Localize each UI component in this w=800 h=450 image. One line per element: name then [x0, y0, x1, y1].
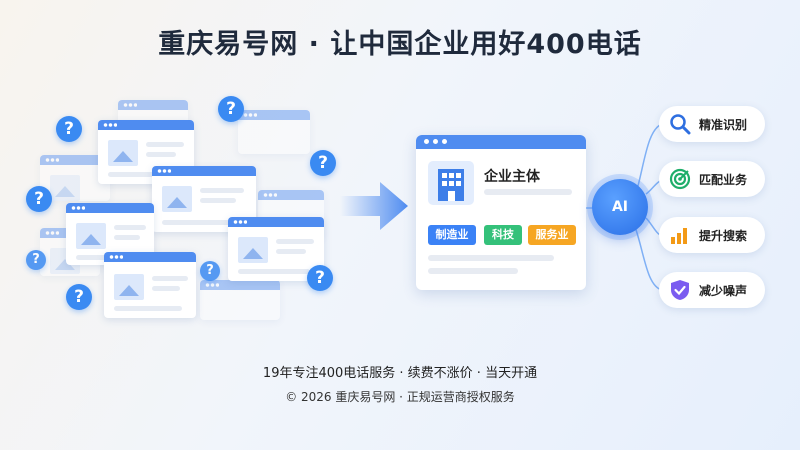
feature-pill-precise: 精准识别 [659, 106, 765, 142]
footer-tagline: 19年专注400电话服务 · 续费不涨价 · 当天开通 [262, 366, 538, 381]
feature-label: 减少噪声 [699, 284, 748, 298]
page-window [104, 252, 196, 318]
question-icon: ? [218, 96, 244, 122]
page-window [238, 110, 310, 154]
ai-badge: AI [592, 179, 648, 235]
question-icon: ? [307, 265, 333, 291]
feature-pill-match: 匹配业务 [659, 161, 765, 197]
question-icon: ? [200, 261, 220, 281]
search-icon [670, 114, 691, 135]
arrow-right-icon [340, 182, 408, 230]
scattered-pages-illustration: ? ? ? ? ? ? ? ? [0, 0, 360, 340]
footer-copyright: © 2026 重庆易号网 · 正规运营商授权服务 [285, 390, 515, 404]
tag-service: 服务业 [528, 225, 576, 245]
question-icon: ? [310, 150, 336, 176]
question-icon: ? [26, 186, 52, 212]
tag-manufacturing: 制造业 [428, 225, 476, 245]
feature-pill-boost: 提升搜索 [659, 217, 765, 253]
question-icon: ? [66, 284, 92, 310]
page-window [152, 166, 256, 232]
bar-chart-icon [671, 228, 687, 244]
ai-label: AI [611, 199, 629, 215]
feature-label: 提升搜索 [699, 229, 748, 243]
question-icon: ? [26, 250, 46, 270]
building-icon [428, 161, 474, 205]
card-title: 企业主体 [484, 169, 540, 185]
tag-technology: 科技 [484, 225, 522, 245]
target-icon [669, 168, 691, 190]
feature-pill-noise: 减少噪声 [659, 272, 765, 308]
page-title: 重庆易号网 · 让中国企业用好400电话 [158, 29, 642, 60]
shield-check-icon [671, 280, 689, 300]
enterprise-card: 企业主体 制造业 科技 服务业 [416, 135, 586, 290]
question-icon: ? [56, 116, 82, 142]
feature-label: 匹配业务 [699, 173, 748, 187]
page-window [200, 280, 280, 320]
feature-label: 精准识别 [699, 118, 748, 132]
